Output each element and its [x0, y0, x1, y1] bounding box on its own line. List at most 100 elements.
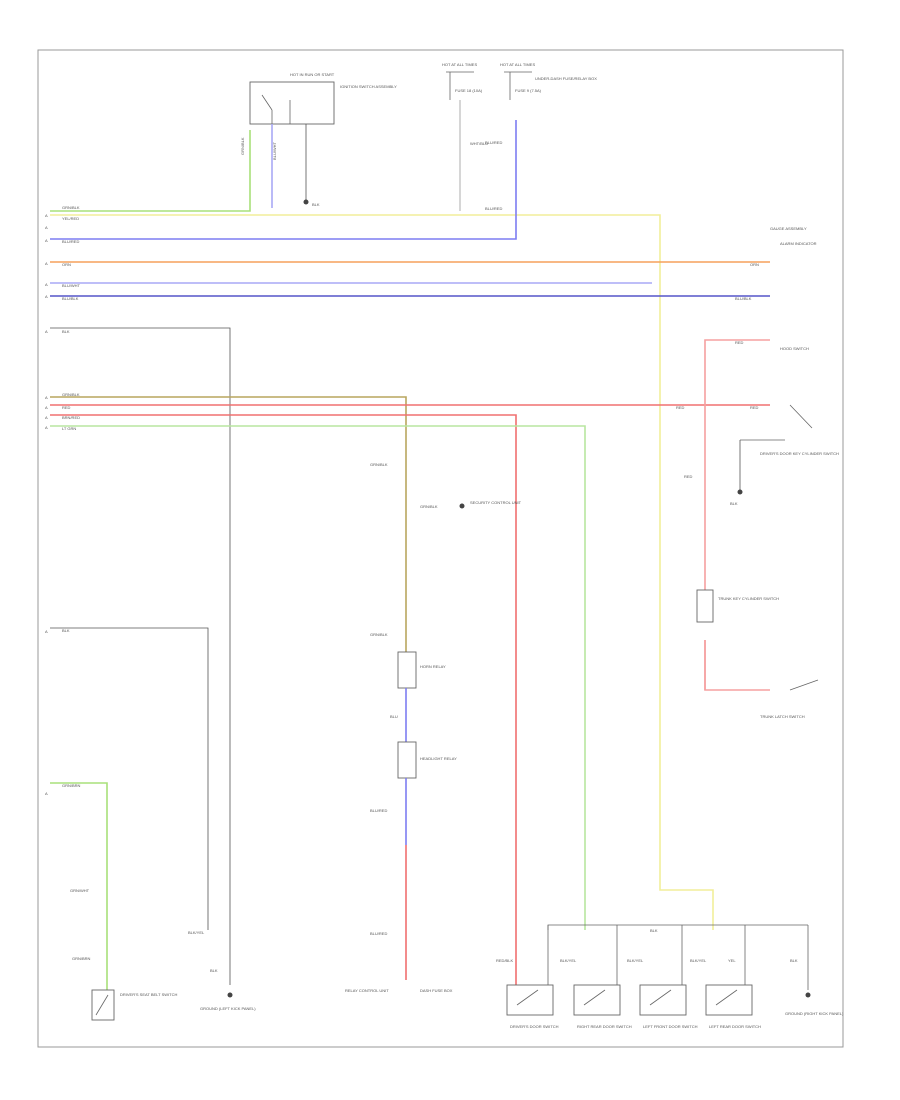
ignition-wire-blk: BLK — [312, 202, 320, 207]
door-switch-drops — [547, 925, 809, 990]
bus-label: BLU/WHT — [62, 283, 81, 288]
mid-wire-label: GRN/BLK — [420, 504, 438, 509]
mid-wire-label: BLU/RED — [370, 931, 387, 936]
connector-letter: A — [45, 238, 48, 243]
door-bus-label: BLK — [650, 928, 658, 933]
connector-letter: A — [45, 261, 48, 266]
connector-letter: A — [45, 282, 48, 287]
connector-letter: A — [45, 405, 48, 410]
left-wire-label: GRN/BRN — [72, 956, 91, 961]
gauge-title: GAUGE ASSEMBLY — [770, 226, 807, 231]
connector-letter: A — [45, 425, 48, 430]
fuse-wire-2b: BLU/RED — [485, 206, 502, 211]
connector-letter: A — [45, 629, 48, 634]
connector-letter: A — [45, 415, 48, 420]
connector-letter: A — [45, 395, 48, 400]
bus-label: RED — [62, 405, 71, 410]
gauge-sub: ALARM INDICATOR — [780, 241, 817, 246]
fuse-hot-label: HOT AT ALL TIMES — [442, 62, 477, 67]
connector-letter: A — [45, 294, 48, 299]
dash-fuse-box-name: DASH FUSE BOX — [420, 988, 453, 993]
door-wire-label: BLK/YEL — [627, 958, 644, 963]
red-label-2: RED — [676, 405, 685, 410]
wire-grn-brn — [50, 782, 108, 995]
bus-label: BRN/RED — [62, 415, 80, 420]
left-wire-label: BLK/YEL — [188, 930, 205, 935]
door-switch-contact — [715, 989, 738, 1006]
trunk-key-switch — [696, 589, 714, 623]
door-ground-name: GROUND (RIGHT KICK PANEL) — [785, 1011, 844, 1016]
red-label: RED — [735, 340, 744, 345]
door-switch-name: RIGHT REAR DOOR SWITCH — [577, 1024, 632, 1029]
connector-letters: A A A A A A A A A A A A A — [45, 213, 48, 796]
door-switch-name: LEFT FRONT DOOR SWITCH — [643, 1024, 698, 1029]
wire-red-hood — [704, 339, 770, 405]
bus-labels: GRN/BLK YEL/RED BLU/RED ORN BLU/WHT BLU/… — [62, 205, 81, 788]
door-switch-3 — [639, 984, 687, 1016]
ignition-switch-title: HOT IN RUN OR START — [290, 72, 335, 77]
bus-label: GRN/BLK — [62, 392, 80, 397]
connector-letter: A — [45, 329, 48, 334]
bus-label: BLU/BLK — [62, 296, 79, 301]
left-ground-name: GROUND (LEFT KICK PANEL) — [200, 1006, 256, 1011]
ignition-wire-blu-wht: BLU/WHT — [272, 141, 277, 160]
seat-belt-switch-name: DRIVER'S SEAT BELT SWITCH — [120, 992, 177, 997]
trunk-key-switch-name: TRUNK KEY CYLINDER SWITCH — [718, 596, 779, 601]
left-side: BLK/YEL BLK GROUND (LEFT KICK PANEL) GRN… — [70, 888, 256, 1021]
door-switch-contact — [583, 989, 606, 1006]
wire-blu-red — [50, 165, 517, 240]
mid-wire-label: GRN/BLK — [370, 462, 388, 467]
trunk-latch-name: TRUNK LATCH SWITCH — [760, 714, 805, 719]
seat-belt-contact — [95, 994, 109, 1016]
wire-yel-red — [50, 214, 714, 930]
horn-relay-name: HORN RELAY — [420, 664, 446, 669]
left-wire-label: BLK — [210, 968, 218, 973]
headlight-relay — [397, 741, 417, 779]
door-switch-contact — [516, 989, 539, 1006]
ignition-switch: HOT IN RUN OR START IGNITION SWITCH ASSE… — [240, 72, 397, 208]
bus-wires — [50, 130, 770, 995]
ground-icon — [805, 992, 811, 998]
mid-wire-label: BLU — [390, 714, 398, 719]
door-cylinder-switch-name: DRIVER'S DOOR KEY CYLINDER SWITCH — [760, 451, 839, 456]
diagram-frame — [37, 49, 844, 1048]
door-switches: BLK RED/BLK BLK/YEL BLK/YEL BLK/YEL YEL … — [496, 924, 844, 1029]
orn-label: ORN — [750, 262, 759, 267]
wire-blk — [50, 327, 231, 985]
bus-label: BLU/RED — [62, 239, 79, 244]
ignition-switch-box — [249, 81, 335, 125]
fuse-2: FUSE 9 (7.5A) — [515, 88, 542, 93]
bus-label: ORN — [62, 262, 71, 267]
ignition-switch-name: IGNITION SWITCH ASSEMBLY — [340, 84, 397, 89]
horn-relay — [397, 651, 417, 689]
bus-label: GRN/BRN — [62, 783, 81, 788]
blk-right-label: BLK — [730, 501, 738, 506]
red-label-3: RED — [750, 405, 759, 410]
blu-blk-label: BLU/BLK — [735, 296, 752, 301]
ignition-wire-grn-blk: GRN/BLK — [240, 137, 245, 155]
fuse-wire-2: BLU/RED — [485, 140, 502, 145]
door-wire-label: BLK/YEL — [690, 958, 707, 963]
mid-wire-label: BLU/RED — [370, 808, 387, 813]
door-switch-4 — [705, 984, 753, 1016]
fuse-bus — [446, 71, 532, 100]
mid-wire-label: GRN/BLK — [370, 632, 388, 637]
door-wire-label: BLK/YEL — [560, 958, 577, 963]
wire-grn-blk-2 — [50, 396, 407, 660]
door-switch-name: LEFT REAR DOOR SWITCH — [709, 1024, 761, 1029]
door-cyl-switch — [740, 404, 813, 441]
security-unit-name: SECURITY CONTROL UNIT — [470, 500, 522, 505]
bus-label: BLK — [62, 329, 70, 334]
ground-icon — [303, 199, 309, 205]
door-switch-2 — [573, 984, 621, 1016]
door-wire-label: RED/BLK — [496, 958, 513, 963]
bus-label: YEL/RED — [62, 216, 79, 221]
relay-control-unit-name: RELAY CONTROL UNIT — [345, 988, 389, 993]
door-wire-label: BLK — [790, 958, 798, 963]
fuse-box: HOT AT ALL TIMES HOT AT ALL TIMES UNDER-… — [442, 62, 597, 211]
bus-label: LT GRN — [62, 426, 76, 431]
fuse-wire-1: WHT/BLU — [470, 141, 488, 146]
right-side: GAUGE ASSEMBLY ALARM INDICATOR ORN BLU/B… — [676, 226, 839, 719]
connector-dot-icon — [459, 503, 465, 509]
